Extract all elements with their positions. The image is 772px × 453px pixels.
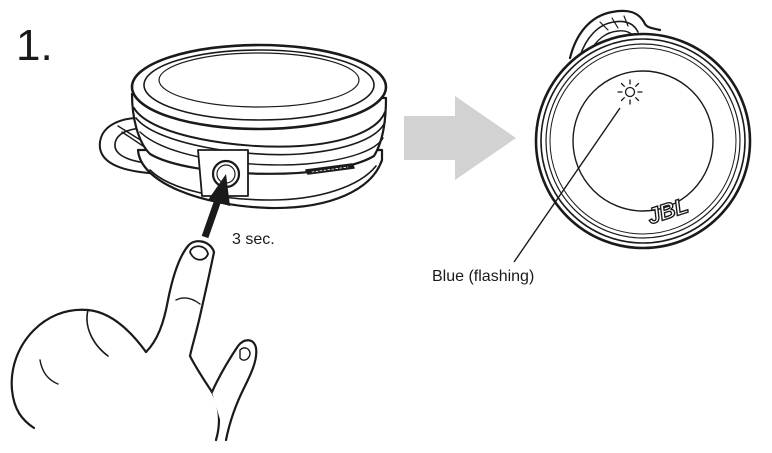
carabiner-hook [568,9,662,60]
press-duration-label: 3 sec. [232,231,275,248]
hand-illustration [10,240,258,442]
transition-arrow [404,96,516,180]
press-direction-arrow [201,174,230,239]
speaker-top-rim [130,43,388,131]
indicator-light-icon [617,79,643,105]
indicator-status-label: Blue (flashing) [432,268,534,285]
speaker-top-view [534,9,752,250]
step-number: 1. [16,21,53,70]
top-grille-disc [572,70,714,212]
speaker-top-grille [158,52,360,108]
speaker-side-view [98,43,388,210]
callout-leader-line [513,107,621,263]
